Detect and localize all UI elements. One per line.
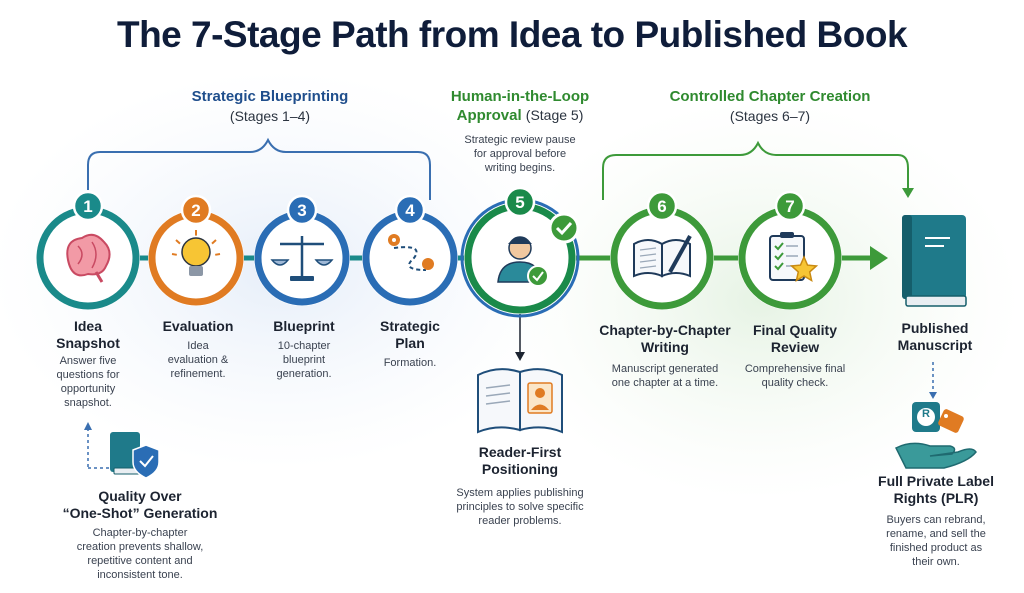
plr-note: Full Private Label Rights (PLR) Buyers c… xyxy=(858,473,1014,569)
reader-title: Positioning xyxy=(481,461,559,477)
stage-4-label: Strategic Plan Formation. xyxy=(352,318,468,370)
reader-note: Reader-First Positioning System applies … xyxy=(430,444,610,528)
group-title-approval: Human-in-the-Loop xyxy=(450,88,590,105)
stage-7-label: Final Quality Review Comprehensive final… xyxy=(730,322,860,390)
open-book-pen-icon xyxy=(633,235,692,278)
stage-name: Final Quality xyxy=(752,322,837,338)
flow-arrowhead xyxy=(870,246,888,270)
published-label: Published Manuscript xyxy=(880,320,990,354)
approval-stage-ref: (Stage 5) xyxy=(525,107,584,123)
reader-book-icon xyxy=(477,368,563,434)
stage-number: 6 xyxy=(657,197,666,216)
scales-icon xyxy=(270,236,334,281)
book-shield-icon xyxy=(110,432,160,479)
stage-number-badge: 1 xyxy=(72,190,104,222)
approval-desc-line: Strategic review pause xyxy=(464,134,576,146)
group-title-approval-line2: Approval (Stage 5) xyxy=(420,107,620,124)
stage-3-node: 3 xyxy=(254,194,350,306)
blueprint-bracket xyxy=(87,137,431,200)
stage-name: Strategic xyxy=(380,318,440,334)
lightbulb-icon xyxy=(171,230,221,276)
stage-name: Idea xyxy=(73,318,102,334)
stage-name: Chapter-by-Chapter xyxy=(599,322,731,338)
stage-name: Writing xyxy=(641,339,689,355)
plr-connector-arrow xyxy=(929,392,937,399)
approval-description: Strategic review pause for approval befo… xyxy=(420,133,620,175)
group-title-blueprinting: Strategic Blueprinting xyxy=(191,88,349,105)
stage-number-badge: 3 xyxy=(286,194,318,226)
stage-number: 5 xyxy=(515,193,524,212)
page-title: The 7-Stage Path from Idea to Published … xyxy=(116,14,908,55)
plr-title: Full Private Label xyxy=(878,473,994,489)
stage-number: 2 xyxy=(191,201,200,220)
reviewer-icon xyxy=(497,212,580,287)
hand-tag-icon xyxy=(894,402,977,469)
stage-4-node: 4 xyxy=(362,194,458,306)
reader-connector-arrow xyxy=(515,352,525,361)
group-subtitle-blueprinting: (Stages 1–4) xyxy=(229,108,311,124)
stage-name: Published xyxy=(901,320,969,336)
quality-connector-arrow xyxy=(84,422,92,430)
stage-desc: Formation. xyxy=(383,357,437,369)
stage-number: 4 xyxy=(405,201,415,220)
approval-desc-line: for approval before xyxy=(473,148,567,160)
stage-name: Review xyxy=(770,339,820,355)
stage-6-node: 6 xyxy=(610,190,714,310)
stage-name: Blueprint xyxy=(273,318,335,334)
group-title-creation: Controlled Chapter Creation xyxy=(669,88,871,105)
stage-number-badge: 7 xyxy=(774,190,806,222)
quality-note: Quality Over “One-Shot” Generation Chapt… xyxy=(40,488,240,582)
quality-title: Quality Over xyxy=(98,488,182,504)
stage-number: 1 xyxy=(83,197,92,216)
brain-icon xyxy=(66,233,111,283)
stage-number-badge: 6 xyxy=(646,190,678,222)
stage-name: Manuscript xyxy=(897,337,973,353)
creation-arrowhead xyxy=(902,188,914,198)
stage-number-badge: 2 xyxy=(180,194,212,226)
stage-name: Plan xyxy=(395,335,425,351)
group-subtitle-creation: (Stages 6–7) xyxy=(729,108,811,124)
checklist-star-icon xyxy=(769,232,819,283)
registered-mark: R xyxy=(922,408,930,420)
stage-2-node: 2 xyxy=(148,194,244,306)
closed-book-icon xyxy=(902,215,967,307)
plr-title: Rights (PLR) xyxy=(893,490,979,506)
reader-title: Reader-First xyxy=(478,444,562,460)
approval-desc-line: writing begins. xyxy=(484,162,556,174)
approval-word: Approval xyxy=(456,107,522,124)
stage-number-badge: 4 xyxy=(394,194,426,226)
stage-name: Evaluation xyxy=(162,318,234,334)
stage-number-badge: 5 xyxy=(504,186,536,218)
stage-5-node: 5 xyxy=(460,186,580,318)
stage-1-node: 1 xyxy=(36,190,140,310)
route-icon xyxy=(388,234,434,271)
stage-7-node: 7 xyxy=(738,190,842,310)
quality-title: “One-Shot” Generation xyxy=(62,505,218,521)
creation-bracket xyxy=(602,140,909,200)
stage-number: 3 xyxy=(297,201,306,220)
stage-name: Snapshot xyxy=(56,335,120,351)
stage-6-label: Chapter-by-Chapter Writing Manuscript ge… xyxy=(590,322,740,390)
stage-number: 7 xyxy=(785,197,794,216)
